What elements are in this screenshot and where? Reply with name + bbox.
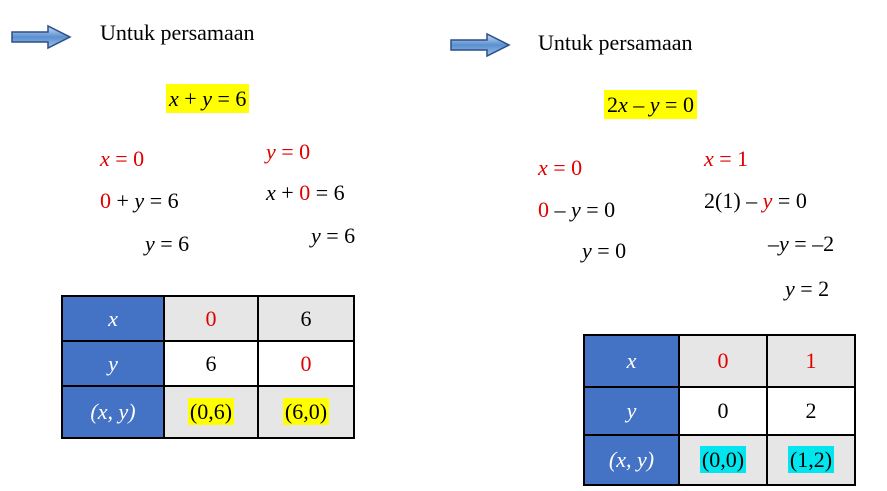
left-heading: Untuk persamaan [100,20,255,45]
table-cell: 0 [678,386,768,436]
table-cell: (0,0) [678,434,768,486]
table-row: (x, y) (0,6) (6,0) [61,385,355,439]
table-cell: 0 [163,295,259,342]
row-label-x: x [61,295,165,342]
table-row: y 6 0 [61,340,355,387]
table-cell: 0 [678,334,768,388]
table-cell: 2 [766,386,856,436]
table-row: x 0 6 [61,295,355,342]
right-value-table: x 0 1 y 0 2 (x, y) (0,0) (1,2) [583,334,856,486]
table-row: x 0 1 [583,334,856,388]
row-label-xy: (x, y) [583,434,680,486]
row-label-y: y [61,340,165,387]
left-col1-assume: x = 0 [100,146,145,171]
table-cell: (0,6) [163,385,259,439]
table-cell: 1 [766,334,856,388]
table-cell: 0 [257,340,355,387]
row-label-xy: (x, y) [61,385,165,439]
right-arrow-icon [11,24,72,50]
left-col2-assume: y = 0 [266,139,311,164]
left-col1-result: y = 6 [145,231,190,256]
right-col1-substitute: 0 – y = 0 [538,197,616,222]
right-arrow-icon [450,32,511,58]
left-col1-substitute: 0 + y = 6 [100,188,179,213]
row-label-x: x [583,334,680,388]
table-row: (x, y) (0,0) (1,2) [583,434,856,486]
row-label-y: y [583,386,680,436]
left-col2-substitute: x + 0 = 6 [266,180,345,205]
right-col2-assume: x = 1 [704,146,749,171]
right-col1-assume: x = 0 [538,155,583,180]
table-cell: (1,2) [766,434,856,486]
table-cell: 6 [257,295,355,342]
right-col2-step: –y = –2 [768,231,835,256]
table-cell: 6 [163,340,259,387]
right-equation: 2x – y = 0 [604,90,697,119]
right-col2-substitute: 2(1) – y = 0 [704,188,807,213]
table-row: y 0 2 [583,386,856,436]
left-equation: x + y = 6 [166,84,250,113]
right-col2-result: y = 2 [785,276,830,301]
left-value-table: x 0 6 y 6 0 (x, y) (0,6) (6,0) [61,295,355,439]
right-heading: Untuk persamaan [538,30,693,55]
table-cell: (6,0) [257,385,355,439]
left-col2-result: y = 6 [311,223,356,248]
right-col1-result: y = 0 [582,238,627,263]
